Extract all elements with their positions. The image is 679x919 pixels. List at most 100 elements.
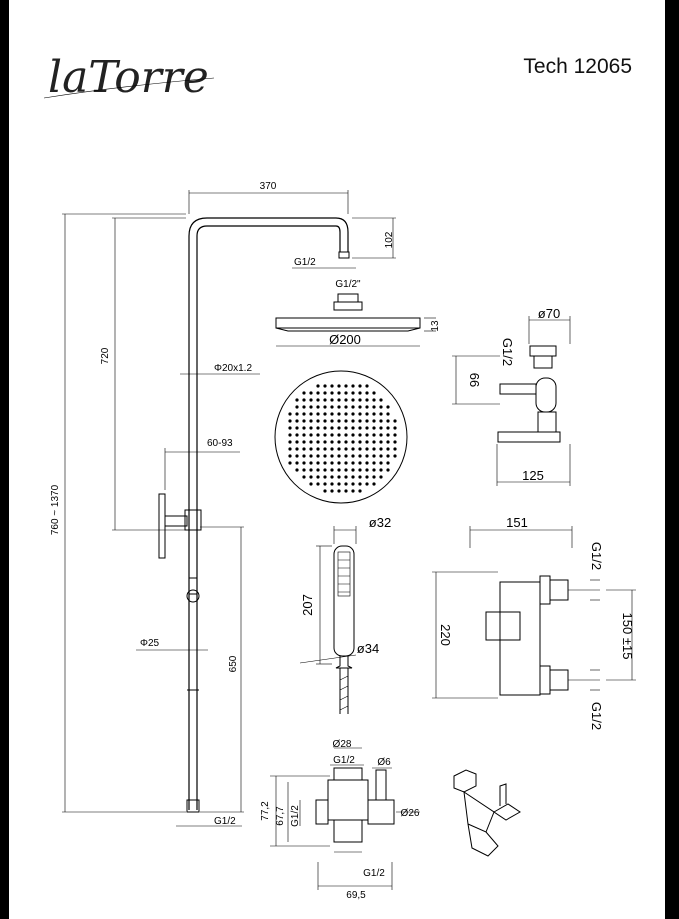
nozzle-dot [365,419,369,423]
dim-diverter-width: 69,5 [346,890,366,901]
nozzle-dot [372,433,376,437]
nozzle-dot [358,412,362,416]
nozzle-dot [330,412,334,416]
nozzle-dot [365,412,369,416]
nozzle-dot [358,405,362,409]
nozzle-dot [337,426,341,430]
nozzle-dot [323,440,327,444]
nozzle-dot [393,454,397,458]
nozzle-dot [337,419,341,423]
nozzle-dot [393,440,397,444]
nozzle-dot [379,419,383,423]
nozzle-dot [330,440,334,444]
nozzle-dot [309,482,313,486]
nozzle-dot [365,440,369,444]
nozzle-dot [351,454,355,458]
dim-head-diameter: Ø200 [329,332,361,347]
nozzle-dot [288,419,292,423]
nozzle-dot [316,475,320,479]
nozzle-dot [316,412,320,416]
nozzle-dot [372,440,376,444]
nozzle-dot [302,461,306,465]
nozzle-dot [323,426,327,430]
nozzle-dot [372,461,376,465]
nozzle-dot [344,482,348,486]
nozzle-dot [323,468,327,472]
brand-logo: laTorre [48,52,209,103]
nozzle-dot [309,447,313,451]
nozzle-dot [323,482,327,486]
nozzle-dot [316,468,320,472]
dim-diverter-side-dia: Ø26 [401,808,420,819]
nozzle-dot [288,433,292,437]
nozzle-dot [309,468,313,472]
nozzle-dot [386,447,390,451]
nozzle-dot [379,440,383,444]
nozzle-dot [372,468,376,472]
nozzle-dot [316,426,320,430]
nozzle-dot [302,440,306,444]
dim-mixer-centers: 150 ±15 [620,613,635,660]
nozzle-dot [302,419,306,423]
nozzle-dot [379,433,383,437]
dim-diverter-h3: G1/2 [290,805,301,827]
nozzle-dot [344,412,348,416]
dim-mixer-bottom-thread: G1/2 [589,702,604,730]
nozzle-dot [323,412,327,416]
dim-diverter-top-dia: Ø28 [333,739,352,750]
nozzle-dot [365,461,369,465]
nozzle-dot [302,412,306,416]
nozzle-dot [316,384,320,388]
nozzle-dot [316,447,320,451]
nozzle-dot [372,419,376,423]
nozzle-dot [358,419,362,423]
dim-head-inlet: G1/2" [335,279,361,290]
nozzle-dot [386,440,390,444]
nozzle-dot [379,454,383,458]
nozzle-dot [330,433,334,437]
nozzle-dot [295,447,299,451]
nozzle-dot [337,433,341,437]
nozzle-dot [351,384,355,388]
nozzle-dot [323,384,327,388]
nozzle-dot [337,447,341,451]
nozzle-dot [295,398,299,402]
nozzle-dot [309,475,313,479]
nozzle-dot [365,398,369,402]
nozzle-dot [351,426,355,430]
nozzle-dot [337,468,341,472]
nozzle-dot [309,405,313,409]
nozzle-dot [379,461,383,465]
nozzle-dot [358,398,362,402]
nozzle-dot [337,412,341,416]
dim-head-thickness: 13 [430,320,441,332]
nozzle-dot [344,468,348,472]
nozzle-dot [365,482,369,486]
nozzle-dot [323,475,327,479]
dim-handshower-length: 207 [300,594,315,616]
nozzle-dot [309,398,313,402]
nozzle-dot [288,412,292,416]
nozzle-dot [316,482,320,486]
nozzle-dot [316,419,320,423]
nozzle-dot [344,461,348,465]
nozzle-dot [351,489,355,493]
nozzle-dot [344,384,348,388]
nozzle-dot [344,419,348,423]
nozzle-dot [323,398,327,402]
dim-handshower-diameter: ø32 [369,515,391,530]
nozzle-dot [316,398,320,402]
nozzle-dot [358,384,362,388]
dim-lower-pipe: Φ25 [140,638,160,649]
dim-riser-pipe: Φ20x1.2 [214,363,252,374]
nozzle-dot [344,454,348,458]
nozzle-dot [330,489,334,493]
dim-mixer-top-thread: G1/2 [589,542,604,570]
nozzle-dot [386,433,390,437]
dim-elbow-diameter: ø70 [538,306,560,321]
nozzle-dot [386,454,390,458]
nozzle-dot [323,405,327,409]
nozzle-dot [351,475,355,479]
nozzle-dot [365,391,369,395]
